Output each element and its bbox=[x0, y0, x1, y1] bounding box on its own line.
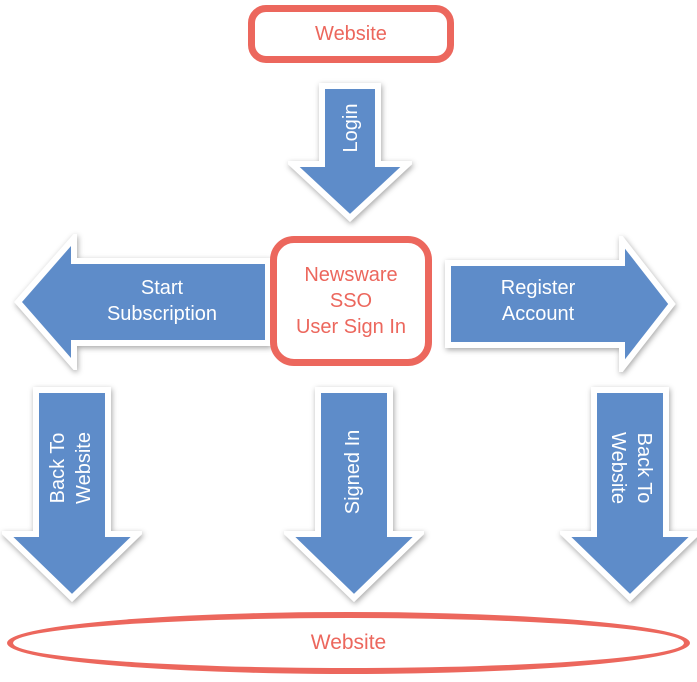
login-arrow bbox=[288, 83, 412, 222]
website-bottom-label: Website bbox=[310, 631, 387, 654]
down-arrow-shape bbox=[288, 83, 412, 222]
login-arrow-label: Login bbox=[340, 103, 362, 153]
back-to-website-left-arrow-label: Back To Website bbox=[47, 432, 95, 504]
down-arrow-shape bbox=[2, 387, 142, 602]
website-bottom-node: Website bbox=[7, 612, 690, 674]
newsware-sso-node: Newsware SSO User Sign In bbox=[270, 236, 432, 366]
signed-in-arrow-label: Signed In bbox=[342, 429, 364, 515]
down-arrow-shape bbox=[560, 387, 697, 602]
signed-in-arrow bbox=[284, 387, 424, 602]
start-subscription-arrow bbox=[14, 234, 271, 370]
back-to-website-right-arrow bbox=[560, 387, 697, 602]
start-subscription-arrow-label: Start Subscription bbox=[106, 277, 218, 325]
down-arrow-shape bbox=[284, 387, 424, 602]
website-top-node: Website bbox=[248, 5, 454, 63]
back-to-website-right-arrow-label: Back To Website bbox=[607, 432, 655, 504]
right-arrow-shape bbox=[445, 236, 676, 372]
back-to-website-left-arrow bbox=[2, 387, 142, 602]
register-account-arrow bbox=[445, 236, 676, 372]
register-account-arrow-label: Register Account bbox=[500, 277, 576, 325]
newsware-sso-label: Newsware SSO User Sign In bbox=[295, 264, 407, 338]
website-top-label: Website bbox=[315, 22, 387, 45]
left-arrow-shape bbox=[14, 234, 271, 370]
